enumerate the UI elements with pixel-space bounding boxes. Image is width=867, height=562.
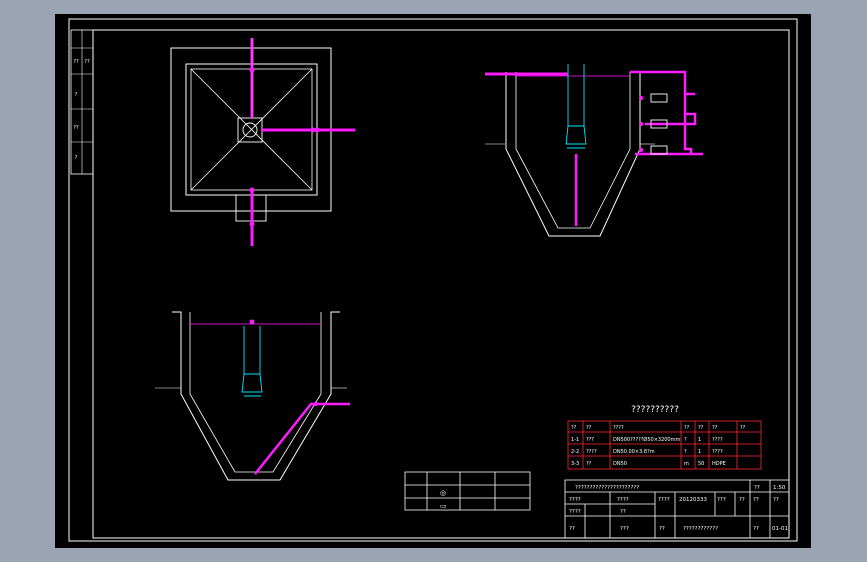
cad-drawing: ?? ? ?? ? ?? xyxy=(68,18,798,542)
strip-label-1: ?? xyxy=(73,59,79,65)
tb-r2-c5: ??? xyxy=(717,497,726,503)
legend-cell: 3-3 xyxy=(571,461,579,467)
strip-label-3: ?? xyxy=(73,125,79,131)
legend-cell: ???? xyxy=(586,449,597,455)
legend-cell: 2-2 xyxy=(571,449,579,455)
inner-border xyxy=(92,29,790,539)
tb-r2-c4: 20120333 xyxy=(679,497,707,503)
drawing-name: ???????????? xyxy=(683,526,718,532)
legend-cell: ?? xyxy=(586,461,592,467)
legend-header-cell: ?? xyxy=(740,425,746,431)
section-view-b xyxy=(155,311,350,481)
legend-title: ?????????? xyxy=(631,405,679,415)
drawing-no: 01-01 xyxy=(772,526,788,532)
legend-cell: 1 xyxy=(698,449,701,455)
legend-header-cell: ???? xyxy=(613,425,624,431)
tb-r2-c6: ?? xyxy=(739,497,745,503)
tb-r3-c2: ?? xyxy=(620,509,626,515)
strip-label-4: ? xyxy=(75,155,78,161)
section-view-a xyxy=(485,64,703,237)
legend-cell: 1 xyxy=(698,437,701,443)
legend-header-cell: ?? xyxy=(712,425,718,431)
scale-label: ?? xyxy=(754,485,760,491)
legend-cell: DN50 xyxy=(613,461,627,467)
legend-cell: ? xyxy=(684,449,687,455)
tb-r2-c7: ?? xyxy=(753,497,759,503)
legend-cell: ? xyxy=(684,437,687,443)
strip-label-2: ? xyxy=(75,92,78,98)
legend-cell: ???? xyxy=(712,449,723,455)
legend-header-cell: ?? xyxy=(684,425,690,431)
legend-cell: HDPE xyxy=(712,461,726,467)
legend-cell: m xyxy=(684,461,689,467)
strip-label-5: ?? xyxy=(84,59,90,65)
symbol-box: ▭ xyxy=(440,502,447,510)
legend-table: ?????????? ????????????????1-1???DN500??… xyxy=(567,405,762,470)
tb-r4-c3: ?? xyxy=(659,526,665,532)
tb-r4-c1: ?? xyxy=(569,526,575,532)
legend-cell: ???? xyxy=(712,437,723,443)
symbol-table: ◎ ▭ xyxy=(404,471,531,511)
tb-r2-c8: ?? xyxy=(773,497,779,503)
drawing-no-label: ?? xyxy=(753,526,759,532)
tb-r2-c3: ???? xyxy=(658,497,670,503)
tb-r2-c2: ???? xyxy=(617,497,629,503)
project-title: ?????????????????????? xyxy=(575,485,639,491)
left-label-strip: ?? ? ?? ? ?? xyxy=(70,29,94,175)
legend-cell: DN50.00×3.8?m xyxy=(613,449,655,455)
tb-r4-c2: ??? xyxy=(620,526,629,532)
legend-cell: 50 xyxy=(698,461,704,467)
tb-r3-c1: ???? xyxy=(569,509,581,515)
scale-value: 1:50 xyxy=(773,485,786,491)
legend-cell: 1-1 xyxy=(571,437,579,443)
symbol-circle: ◎ xyxy=(440,489,446,497)
drawing-sheet: ?? ? ?? ? ?? xyxy=(55,14,811,548)
legend-cell: ??? xyxy=(586,437,594,443)
outer-border xyxy=(68,18,798,542)
tb-r2-c1: ???? xyxy=(569,497,581,503)
plan-view xyxy=(170,38,355,246)
legend-header-cell: ?? xyxy=(586,425,592,431)
legend-cell: DN500?????Ø50×3200mm xyxy=(613,436,680,443)
title-block: ?????????????????????? ?? 1:50 ???? ????… xyxy=(564,479,790,539)
legend-header-cell: ?? xyxy=(571,425,577,431)
legend-header-cell: ?? xyxy=(698,425,704,431)
